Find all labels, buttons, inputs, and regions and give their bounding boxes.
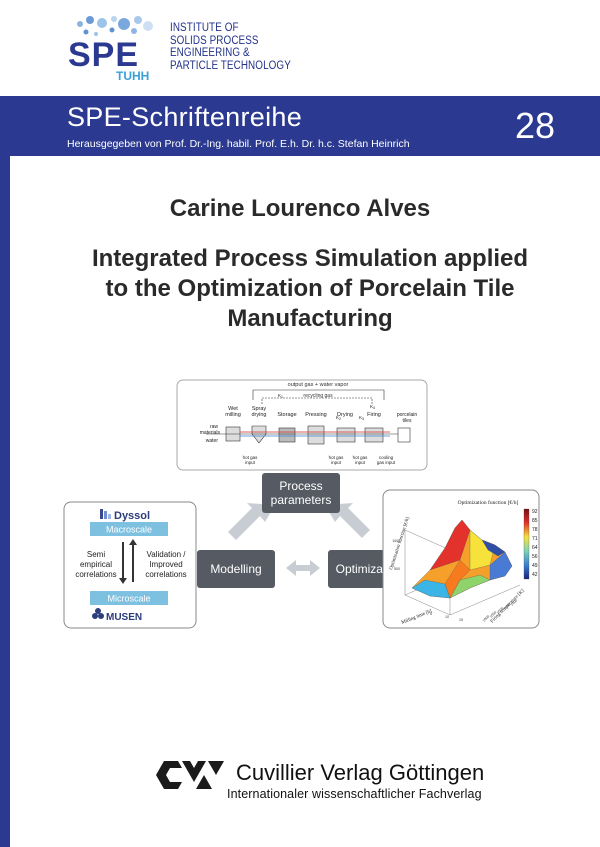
dryer-unit	[336, 427, 356, 443]
multiscale-model-panel: Dyssol Macroscale Semi empirical correla…	[63, 501, 197, 629]
book-title: Integrated Process Simulation applied to…	[40, 244, 580, 334]
semi-empirical-line-2: empirical	[80, 560, 112, 569]
label-continuation: gas input	[377, 460, 396, 465]
y-tick-1500: 1500	[496, 606, 504, 614]
output-gas-label: output gas + water vapor	[288, 382, 349, 388]
scale-arrows	[119, 539, 137, 584]
series-band: SPE-Schriftenreihe Herausgegeben von Pro…	[10, 96, 600, 156]
press-unit	[307, 425, 325, 445]
cover-left-strip	[0, 96, 10, 847]
stage-pressing: Pressing	[305, 412, 326, 418]
microscale-label: Microscale	[107, 594, 150, 604]
input-water-label: water	[206, 438, 219, 444]
spe-acronym: SPE	[68, 36, 139, 74]
k1-label: K1	[278, 393, 283, 399]
validation-line-2: Improved	[149, 560, 182, 569]
colorbar-tick-71: 71	[532, 536, 538, 542]
colorbar-tick-85: 85	[532, 518, 538, 524]
x-tick-5: 5	[430, 612, 432, 616]
musen-label: MUSEN	[106, 612, 142, 623]
spe-institute-logo: SPE TUHH	[68, 16, 153, 83]
label-continuation: input	[331, 460, 342, 465]
z-tick-1000: 1000	[392, 539, 400, 543]
output-tiles-label: tiles	[403, 418, 412, 424]
label-continuation: milling	[225, 412, 241, 418]
book-title-line-3: Manufacturing	[227, 305, 393, 332]
macroscale-label: Macroscale	[106, 525, 152, 535]
output-porcelain-label: porcelain	[397, 412, 418, 418]
series-title: SPE-Schriftenreihe	[67, 102, 303, 132]
cuvillier-logo	[156, 761, 224, 789]
stage-firing: Firing	[367, 412, 381, 418]
institute-line-2: SOLIDS PROCESS	[170, 34, 259, 47]
input-materials-label: materials	[200, 430, 221, 436]
dyssol-logo: Dyssol	[100, 509, 150, 522]
process-flow-diagram: output gas + water vapor recycling gas K…	[176, 379, 428, 471]
process-parameters-line-1: Process	[279, 479, 322, 493]
publisher-name: Cuvillier Verlag Göttingen	[236, 760, 485, 785]
series-number: 28	[514, 105, 555, 146]
macroscale-box	[90, 522, 168, 536]
colorbar-tick-92: 92	[532, 509, 538, 515]
k3-label: K3	[359, 415, 364, 421]
colorbar-tick-49: 49	[532, 563, 538, 569]
institute-name: INSTITUTE OF SOLIDS PROCESS ENGINEERING …	[170, 22, 291, 72]
surface-plot-title: Optimization function [€/h]	[458, 499, 519, 506]
y-tick-1400: 1400	[510, 598, 518, 606]
book-title-line-2: to the Optimization of Porcelain Tile	[105, 275, 515, 302]
stage-storage: Storage	[277, 412, 296, 418]
colorbar-tick-64: 64	[532, 545, 538, 551]
modelling-box: Modelling	[197, 550, 275, 588]
x-tick-10: 10	[445, 615, 449, 619]
z-tick-500: 500	[394, 567, 400, 571]
optimization-surface-plot: Optimization function [€/h] Optimization…	[382, 489, 540, 629]
x-tick-15: 15	[459, 618, 463, 622]
modelling-label: Modelling	[210, 562, 261, 576]
author-name: Carine Lourenco Alves	[169, 195, 431, 222]
validation-line-1: Validation /	[147, 550, 187, 559]
label-continuation: input	[355, 460, 366, 465]
colorbar	[523, 508, 530, 580]
y-tick-1600: 1600	[482, 614, 490, 622]
semi-empirical-line-3: correlations	[75, 570, 116, 579]
institute-line-3: ENGINEERING &	[170, 47, 250, 59]
overview-figure: output gas + water vapor recycling gas K…	[63, 379, 540, 629]
semi-empirical-line-1: Semi	[87, 550, 105, 559]
book-title-line-1: Integrated Process Simulation applied	[91, 245, 529, 272]
process-parameters-line-2: parameters	[271, 493, 332, 507]
institute-line-4: PARTICLE TECHNOLOGY	[170, 59, 291, 72]
process-parameters-box: Process parameters	[262, 473, 340, 513]
input-raw-label: raw	[210, 424, 218, 430]
musen-logo: MUSEN	[92, 608, 142, 623]
storage-unit	[278, 427, 296, 443]
validation-line-3: correlations	[145, 570, 186, 579]
colorbar-tick-78: 78	[532, 527, 538, 533]
y-tick-1450: 1450	[503, 602, 511, 610]
k4-label: K4	[370, 404, 375, 410]
kiln-unit	[364, 427, 384, 443]
tuhh-label: TUHH	[116, 69, 149, 83]
y-tick-1550: 1550	[489, 610, 497, 618]
particle-dots-graphic	[77, 16, 153, 36]
k2-label: K2	[336, 415, 341, 421]
series-editor: Herausgegeben von Prof. Dr.-Ing. habil. …	[67, 138, 410, 150]
publisher-subtitle: Internationaler wissenschaftlicher Fachv…	[227, 787, 482, 801]
label-continuation: input	[245, 460, 256, 465]
label-continuation: drying	[252, 412, 267, 418]
recycling-gas-label: recycling gas	[303, 393, 333, 399]
dyssol-label: Dyssol	[114, 510, 150, 522]
institute-line-1: INSTITUTE OF	[170, 22, 239, 34]
stage-drying: Drying	[337, 412, 353, 418]
colorbar-tick-42: 42	[532, 572, 538, 578]
spray-dryer-unit	[251, 425, 267, 444]
tiles-output	[397, 427, 411, 443]
microscale-box	[90, 591, 168, 605]
colorbar-tick-56: 56	[532, 554, 538, 560]
